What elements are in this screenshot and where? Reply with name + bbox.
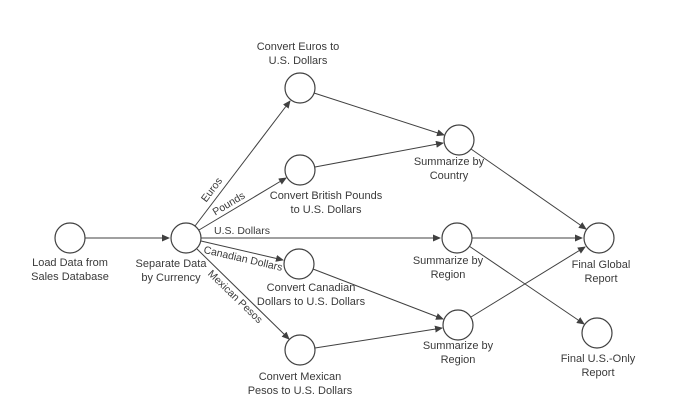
edge-convert-euros-summarize-country xyxy=(313,92,445,137)
edge-convert-canadian-summarize-region-na xyxy=(312,268,444,320)
label-summarize-region-us: Summarize by Region xyxy=(412,255,484,281)
node-summarize-region-na-circle xyxy=(442,309,474,341)
edge-summarize-region-na-final-global xyxy=(470,246,586,318)
label-final-us-only: Final U.S.-Only Report xyxy=(560,353,636,379)
label-load: Load Data from Sales Database xyxy=(31,257,109,283)
node-load-circle xyxy=(54,222,86,254)
node-convert-euros-circle xyxy=(284,72,316,104)
node-convert-mexican-circle xyxy=(284,334,316,366)
node-convert-canadian-circle xyxy=(283,248,315,280)
edge-separate-convert-euros xyxy=(194,100,291,227)
node-summarize-country-circle xyxy=(443,124,475,156)
label-convert-mexican: Convert Mexican Pesos to U.S. Dollars xyxy=(247,371,353,397)
edge-convert-mexican-summarize-region-na xyxy=(314,325,443,349)
label-final-global: Final Global Report xyxy=(571,259,631,285)
node-separate-circle xyxy=(170,222,202,254)
node-convert-pounds-circle xyxy=(284,154,316,186)
node-final-us-only-circle xyxy=(581,317,613,349)
label-convert-euros: Convert Euros to U.S. Dollars xyxy=(256,41,340,67)
node-final-global-circle xyxy=(583,222,615,254)
edge-summarize-country-final-global xyxy=(470,148,587,230)
label-convert-canadian: Convert Canadian Dollars to U.S. Dollars xyxy=(256,282,366,308)
edge-separate-convert-pounds xyxy=(198,177,287,231)
edge-separate-convert-canadian xyxy=(200,240,284,262)
label-summarize-region-na: Summarize by Region xyxy=(422,340,494,366)
edge-separate-convert-mexican xyxy=(196,248,290,340)
label-convert-pounds: Convert British Pounds to U.S. Dollars xyxy=(269,190,383,216)
edge-label-us-dollars: U.S. Dollars xyxy=(213,225,271,237)
label-summarize-country: Summarize by Country xyxy=(413,156,485,182)
edge-summarize-region-us-final-us-only xyxy=(468,245,585,325)
edge-convert-pounds-summarize-country xyxy=(314,140,444,168)
node-summarize-region-us-circle xyxy=(441,222,473,254)
label-separate: Separate Data by Currency xyxy=(135,258,207,284)
